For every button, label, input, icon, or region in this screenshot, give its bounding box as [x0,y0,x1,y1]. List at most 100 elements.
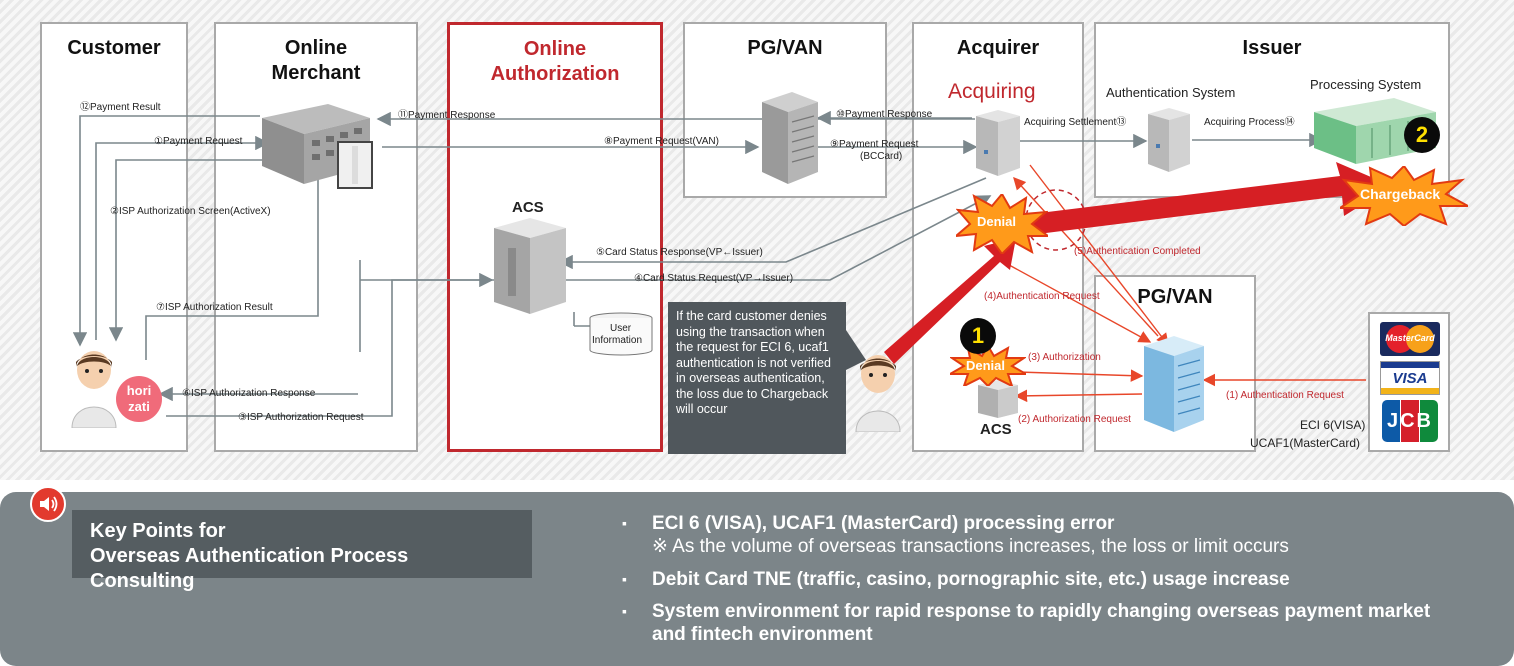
auth-1-label: (1) Authentication Request [1226,390,1344,401]
online-auth-header-line1: Online [523,38,587,60]
auth-5-line [1013,176,1159,337]
auth-5-label: (5)Authentication Completed [1074,246,1201,257]
flow-12-label: ⑫Payment Result [80,102,161,113]
card-customer-person-icon [855,355,901,432]
flow-5-label: ⑤Card Status Response(VP←Issuer) [596,247,763,258]
merchant-header-line1: Online [284,37,348,59]
auth-4-line [999,259,1152,343]
flow-7-line [145,158,326,360]
key-points-title-line1: Key Points for [90,520,226,542]
key-point-1-note: ※ As the volume of overseas transactions… [652,536,1289,557]
acs-top-label: ACS [512,199,544,216]
authentication-flow-diagram: Customer Online Merchant Online Authoriz… [0,0,1514,480]
auth-4-label: (4)Authentication Request [984,291,1100,302]
pgvan-top-header: PG/VAN [747,37,823,59]
speaker-glyph-icon [40,496,58,512]
auth-3-line [1017,369,1144,382]
flow-1-label: ①Payment Request [154,136,243,147]
pgvan-server-icon [762,92,818,184]
badge-1: 1 [960,318,996,354]
bullet-2: ▪ [622,571,627,587]
jcb-logo-text: JCB [1386,410,1433,432]
acs-bottom-label: ACS [980,421,1012,438]
online-auth-header-line2: Authorization [490,63,620,85]
chargeback-arrow [982,162,1392,240]
mastercard-logo: MasterCard [1380,322,1440,356]
key-point-2-text: Debit Card TNE (traffic, casino, pornogr… [652,569,1290,590]
flow-6-label: ⑥ISP Authorization Response [182,388,316,399]
key-points-title: Key Points for Overseas Authentication P… [72,510,532,592]
flow-2-line [108,159,318,342]
jcb-logo: JCB [1380,400,1440,442]
merchant-header-line2: Merchant [271,62,361,84]
badge-2: 2 [1404,117,1440,153]
pgvan-bottom-server-icon [1144,336,1204,432]
customer-person-icon [71,351,117,428]
processing-system-label: Processing System [1310,77,1422,92]
flow-9-label-line1: ⑨Payment Request [830,139,919,150]
visa-logo: VISA [1380,361,1440,395]
auth-2-label: (2) Authorization Request [1018,414,1131,425]
acquiring-process-label: Acquiring Process⑭ [1204,117,1295,128]
acquirer-header: Acquirer [956,37,1040,59]
key-points-title-line2: Overseas Authentication Process Consulti… [90,545,409,592]
auth-2-line [1014,389,1143,403]
key-point-2: ▪ Debit Card TNE (traffic, casino, porno… [622,568,1290,591]
horizati-line1: hori [126,383,152,398]
flow-1-line [95,135,270,340]
horizati-badge: hori zati [116,376,162,422]
speaker-icon [30,486,66,522]
key-point-1: ▪ ECI 6 (VISA), UCAF1 (MasterCard) proce… [622,512,1289,558]
acquiring-label: Acquiring [948,80,1036,103]
key-point-3-line2: and fintech environment [652,624,873,645]
flow-9-label-line2: (BCCard) [860,151,903,162]
acquiring-settlement-label: Acquiring Settlement⑬ [1024,117,1127,128]
pgvan-bottom-header: PG/VAN [1137,286,1213,308]
flow-10-label: ⑩Payment Response [836,109,933,120]
denial-top-label: Denial [977,214,1017,229]
auth-3-label: (3) Authorization [1028,352,1101,363]
bullet-1: ▪ [622,515,627,531]
chargeback-note: If the card customer denies using the tr… [668,302,846,454]
denial-arrow [884,238,1016,364]
merchant-building-icon [262,104,373,189]
user-information-database-icon [589,312,653,356]
flow-5-line [558,177,987,270]
customer-header: Customer [67,37,161,59]
ucaf1-label: UCAF1(MasterCard) [1250,436,1361,450]
horizati-line2: zati [128,399,150,414]
user-information-label-line2: Information [592,335,643,346]
key-point-3-line1: System environment for rapid response to… [652,601,1431,622]
denial-top-starburst [956,194,1048,254]
mastercard-logo-text: MasterCard [1385,333,1435,343]
chargeback-starburst [1340,166,1468,226]
key-point-3: ▪ System environment for rapid response … [622,600,1431,646]
denial-bottom-label: Denial [966,358,1006,373]
flow-arrows [72,110,1392,417]
denial-bottom-starburst [950,346,1026,386]
flow-11-label: ⑪Payment Response [398,110,496,121]
flow-4-label: ④Card Status Request(VP→Issuer) [634,273,794,284]
authentication-system-label: Authentication System [1106,85,1236,100]
flow-3-label: ③ISP Authorization Request [238,412,364,423]
key-point-1-text: ECI 6 (VISA), UCAF1 (MasterCard) process… [652,513,1115,534]
chargeback-label: Chargeback [1360,186,1441,202]
flow-3-line [166,272,494,417]
flow-8-label: ⑧Payment Request(VAN) [604,136,719,147]
merchant-column: Online Merchant [214,22,418,452]
flow-2-label: ②ISP Authorization Screen(ActiveX) [110,206,271,217]
user-information-label-line1: User [610,323,632,334]
flow-7-label: ⑦ISP Authorization Result [156,302,273,313]
flow-12-line [72,115,260,347]
bullet-3: ▪ [622,603,627,619]
issuer-header: Issuer [1242,37,1302,59]
customer-column: Customer [40,22,188,452]
flow-4-line [359,195,992,352]
auth-extra-line [1029,164,1169,347]
eci6-label: ECI 6(VISA) [1300,418,1366,432]
acquiring-server-icon [976,110,1020,176]
visa-logo-text: VISA [1392,370,1428,387]
authentication-system-server-icon [1148,108,1190,172]
note-pointer [846,330,866,370]
acs-server-icon [494,218,566,314]
